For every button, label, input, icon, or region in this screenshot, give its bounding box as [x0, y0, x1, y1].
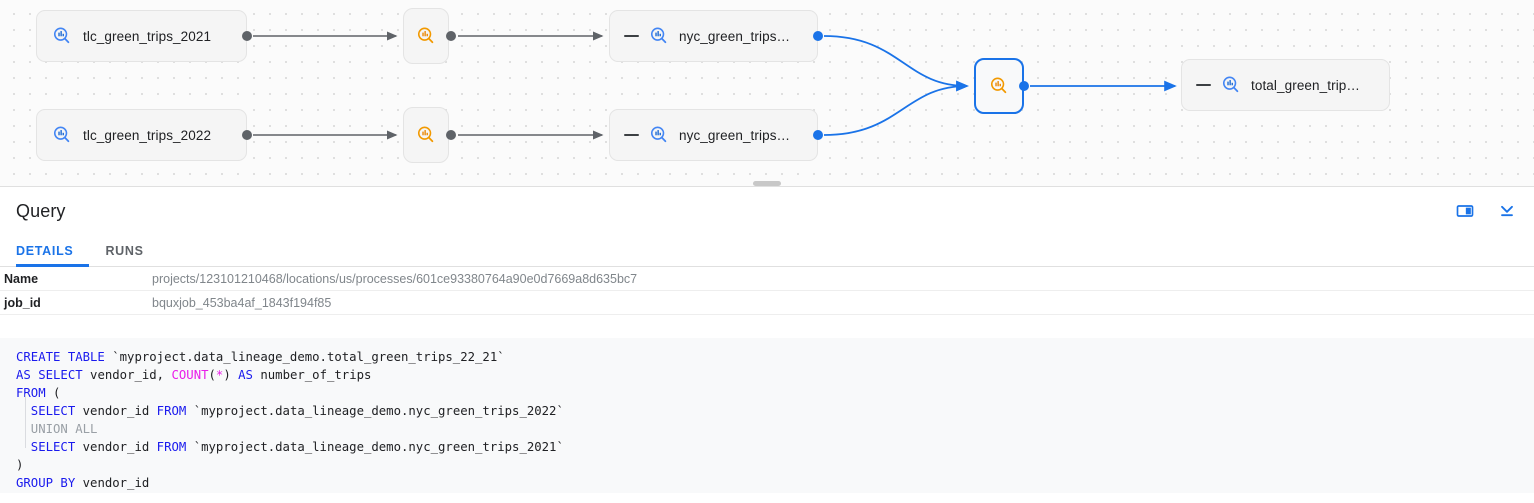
lineage-graph-canvas[interactable]: tlc_green_trips_2021 nyc_gr — [0, 0, 1534, 186]
query-details-panel: Query DETAILS RUNS Name projects/1231012… — [0, 181, 1534, 503]
graph-node-nyc-green-trips-2021[interactable]: nyc_green_trips… — [609, 10, 818, 62]
bigquery-table-icon — [1220, 74, 1242, 96]
node-output-port[interactable] — [446, 130, 456, 140]
bigquery-table-icon — [51, 25, 73, 47]
detail-key: Name — [4, 271, 39, 286]
graph-node-label: total_green_trip… — [1251, 77, 1361, 93]
collapse-node-icon[interactable] — [624, 35, 639, 37]
bigquery-process-icon — [415, 25, 437, 47]
graph-node-process-2[interactable] — [403, 107, 449, 163]
panel-title: Query — [16, 200, 66, 221]
graph-node-label: nyc_green_trips… — [679, 127, 791, 143]
node-output-port[interactable] — [1019, 81, 1029, 91]
bigquery-table-icon — [51, 124, 73, 146]
graph-node-nyc-green-trips-2022[interactable]: nyc_green_trips… — [609, 109, 818, 161]
node-output-port[interactable] — [813, 31, 823, 41]
detail-row-name: Name projects/123101210468/locations/us/… — [0, 267, 1534, 291]
bigquery-process-icon — [415, 124, 437, 146]
detail-value: bquxjob_453ba4af_1843f194f85 — [152, 295, 332, 310]
bigquery-process-icon — [988, 75, 1010, 97]
node-output-port[interactable] — [813, 130, 823, 140]
graph-node-label: tlc_green_trips_2022 — [83, 127, 212, 143]
sql-code-block[interactable]: CREATE TABLE `myproject.data_lineage_dem… — [0, 338, 1534, 493]
node-output-port[interactable] — [446, 31, 456, 41]
bigquery-table-icon — [648, 25, 670, 47]
indent-guide — [25, 394, 26, 448]
split-panel-icon[interactable] — [1454, 200, 1476, 222]
graph-node-label: tlc_green_trips_2021 — [83, 28, 212, 44]
node-output-port[interactable] — [242, 31, 252, 41]
graph-node-process-1[interactable] — [403, 8, 449, 64]
detail-value: projects/123101210468/locations/us/proce… — [152, 271, 638, 286]
detail-key: job_id — [4, 295, 41, 310]
tab-runs[interactable]: RUNS — [105, 243, 144, 258]
graph-node-total-green-trips[interactable]: total_green_trip… — [1181, 59, 1390, 111]
graph-node-tlc-green-trips-2022[interactable]: tlc_green_trips_2022 — [36, 109, 247, 161]
node-output-port[interactable] — [242, 130, 252, 140]
graph-node-label: nyc_green_trips… — [679, 28, 791, 44]
panel-tabs: DETAILS RUNS — [0, 235, 1534, 267]
collapse-node-icon[interactable] — [1196, 84, 1211, 86]
collapse-panel-icon[interactable] — [1496, 200, 1518, 222]
bigquery-table-icon — [648, 124, 670, 146]
details-table: Name projects/123101210468/locations/us/… — [0, 267, 1534, 315]
panel-header-actions — [1454, 200, 1518, 222]
detail-row-job-id: job_id bquxjob_453ba4af_1843f194f85 — [0, 291, 1534, 315]
graph-node-process-selected[interactable] — [974, 58, 1024, 114]
sql-code-text: CREATE TABLE `myproject.data_lineage_dem… — [16, 350, 564, 490]
graph-node-tlc-green-trips-2021[interactable]: tlc_green_trips_2021 — [36, 10, 247, 62]
collapse-node-icon[interactable] — [624, 134, 639, 136]
panel-resize-handle[interactable] — [753, 181, 781, 186]
panel-header: Query — [0, 187, 1534, 235]
tab-details[interactable]: DETAILS — [16, 235, 90, 267]
